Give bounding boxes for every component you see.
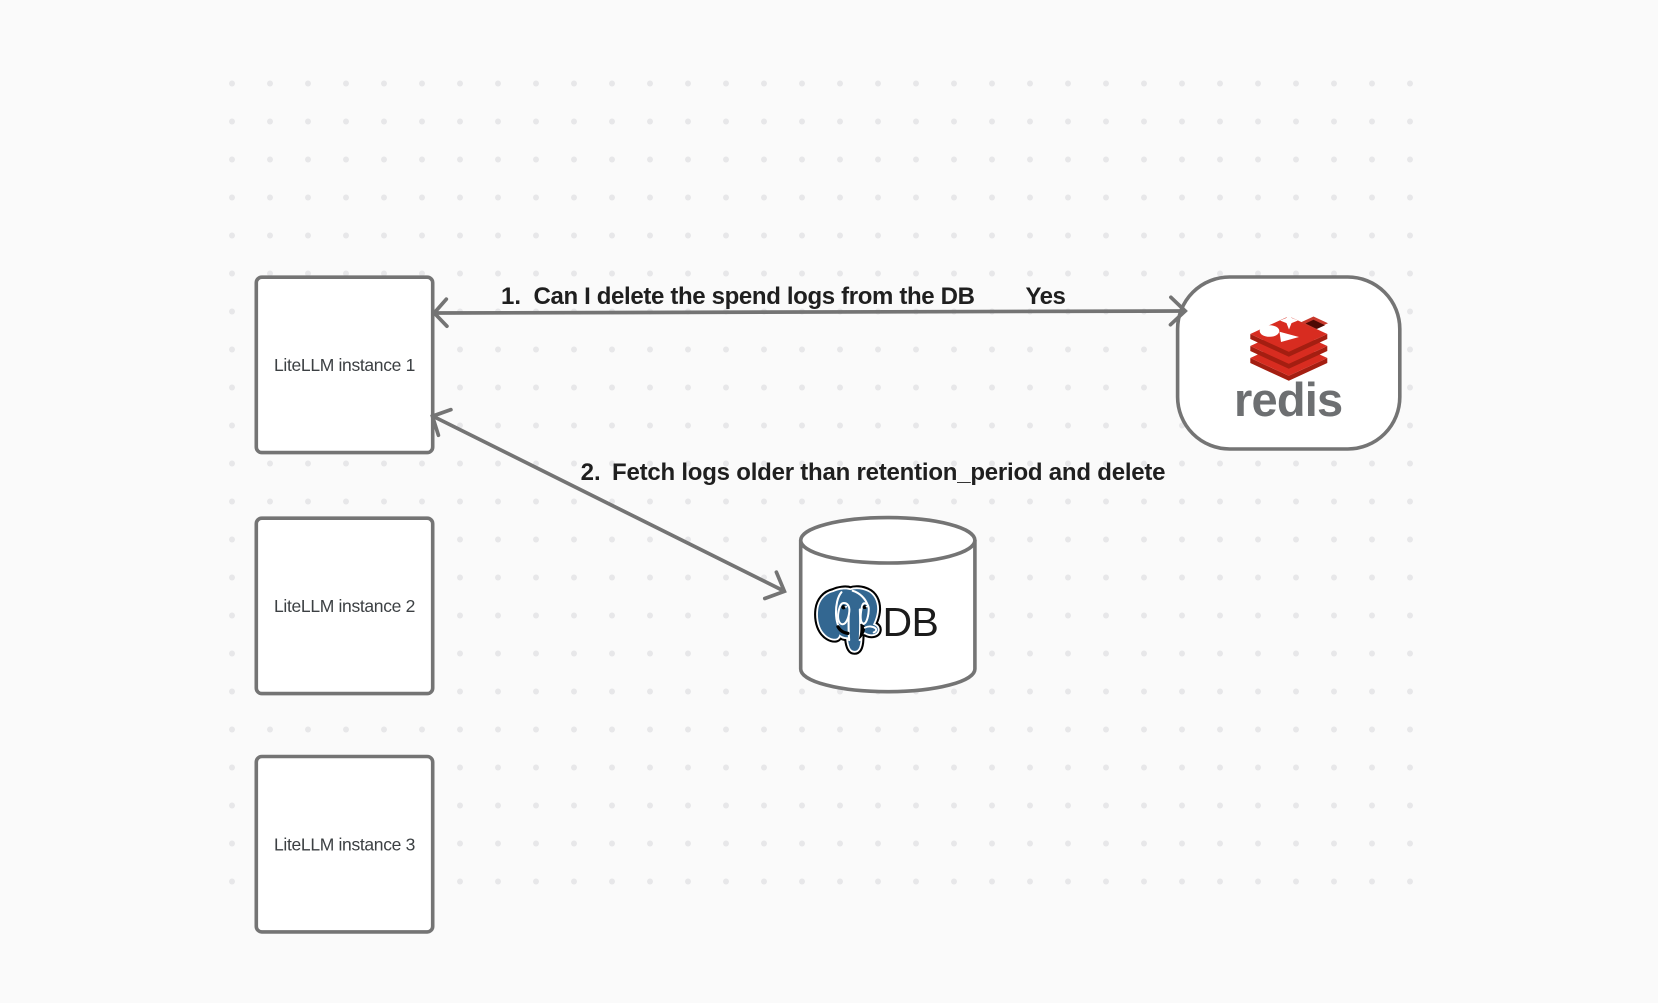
svg-text:2.: 2. <box>581 459 601 486</box>
svg-text:Can I delete the spend logs fr: Can I delete the spend logs from the DB <box>534 283 975 310</box>
svg-text:DB: DB <box>883 599 939 645</box>
svg-text:LiteLLM instance 2: LiteLLM instance 2 <box>274 596 415 616</box>
svg-text:LiteLLM instance 1: LiteLLM instance 1 <box>274 355 415 375</box>
svg-text:LiteLLM instance 3: LiteLLM instance 3 <box>274 835 415 855</box>
svg-text:redis: redis <box>1234 373 1342 426</box>
svg-text:1.: 1. <box>501 283 521 310</box>
svg-text:Yes: Yes <box>1026 283 1066 310</box>
svg-text:Fetch logs older than retentio: Fetch logs older than retention_period a… <box>612 459 1165 486</box>
